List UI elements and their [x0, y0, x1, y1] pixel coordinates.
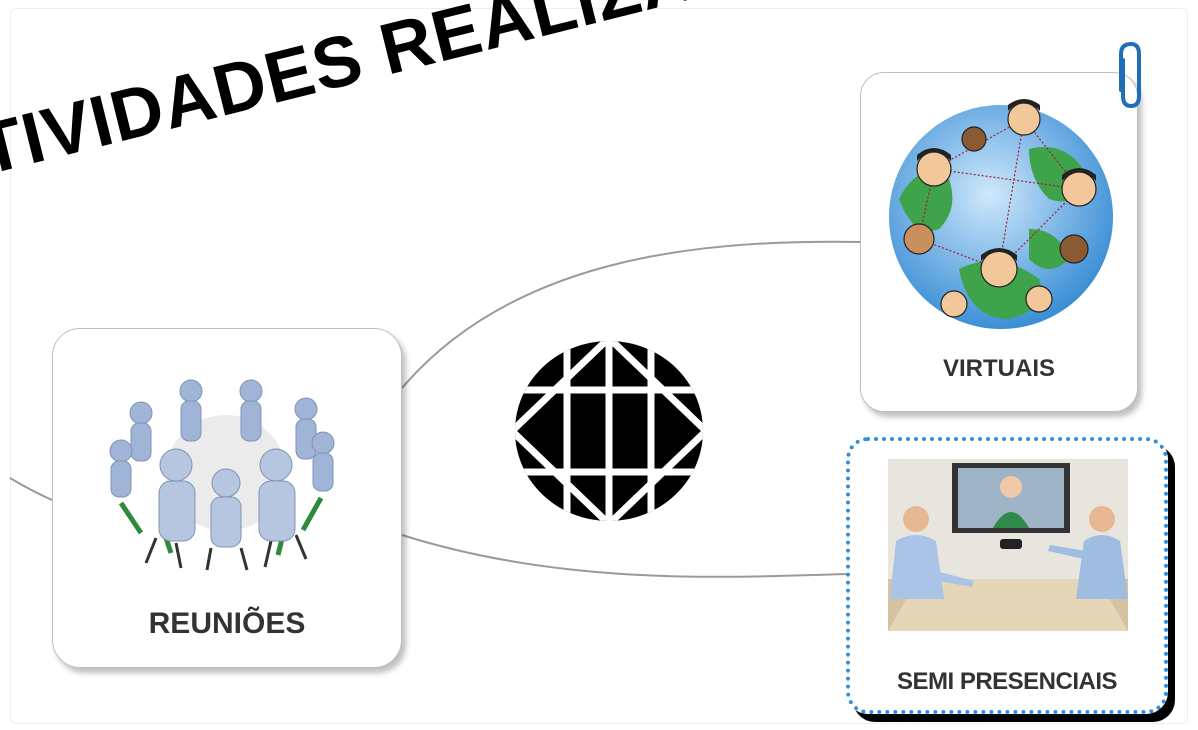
node-semi-presenciais[interactable]: SEMI PRESENCIAIS	[846, 437, 1168, 714]
connector-reunioes-to-virtuais	[401, 240, 861, 389]
connector-reunioes-to-semi	[401, 534, 847, 578]
node-label-semi-presenciais: SEMI PRESENCIAIS	[896, 668, 1118, 695]
connector-left-to-reunioes	[9, 477, 53, 501]
node-virtuais[interactable]: VIRTUAIS	[860, 72, 1138, 412]
node-label-virtuais: VIRTUAIS	[942, 355, 1055, 382]
globe-people-network-icon	[879, 89, 1123, 340]
map-canvas	[10, 8, 1188, 724]
meeting-circle-people-icon	[101, 373, 351, 578]
node-reunioes[interactable]: REUNIÕES	[52, 328, 402, 668]
globe-grid-icon	[512, 338, 706, 529]
paperclip-icon[interactable]	[1113, 40, 1147, 117]
node-label-reunioes: REUNIÕES	[148, 607, 306, 640]
video-conference-photo	[888, 459, 1128, 636]
